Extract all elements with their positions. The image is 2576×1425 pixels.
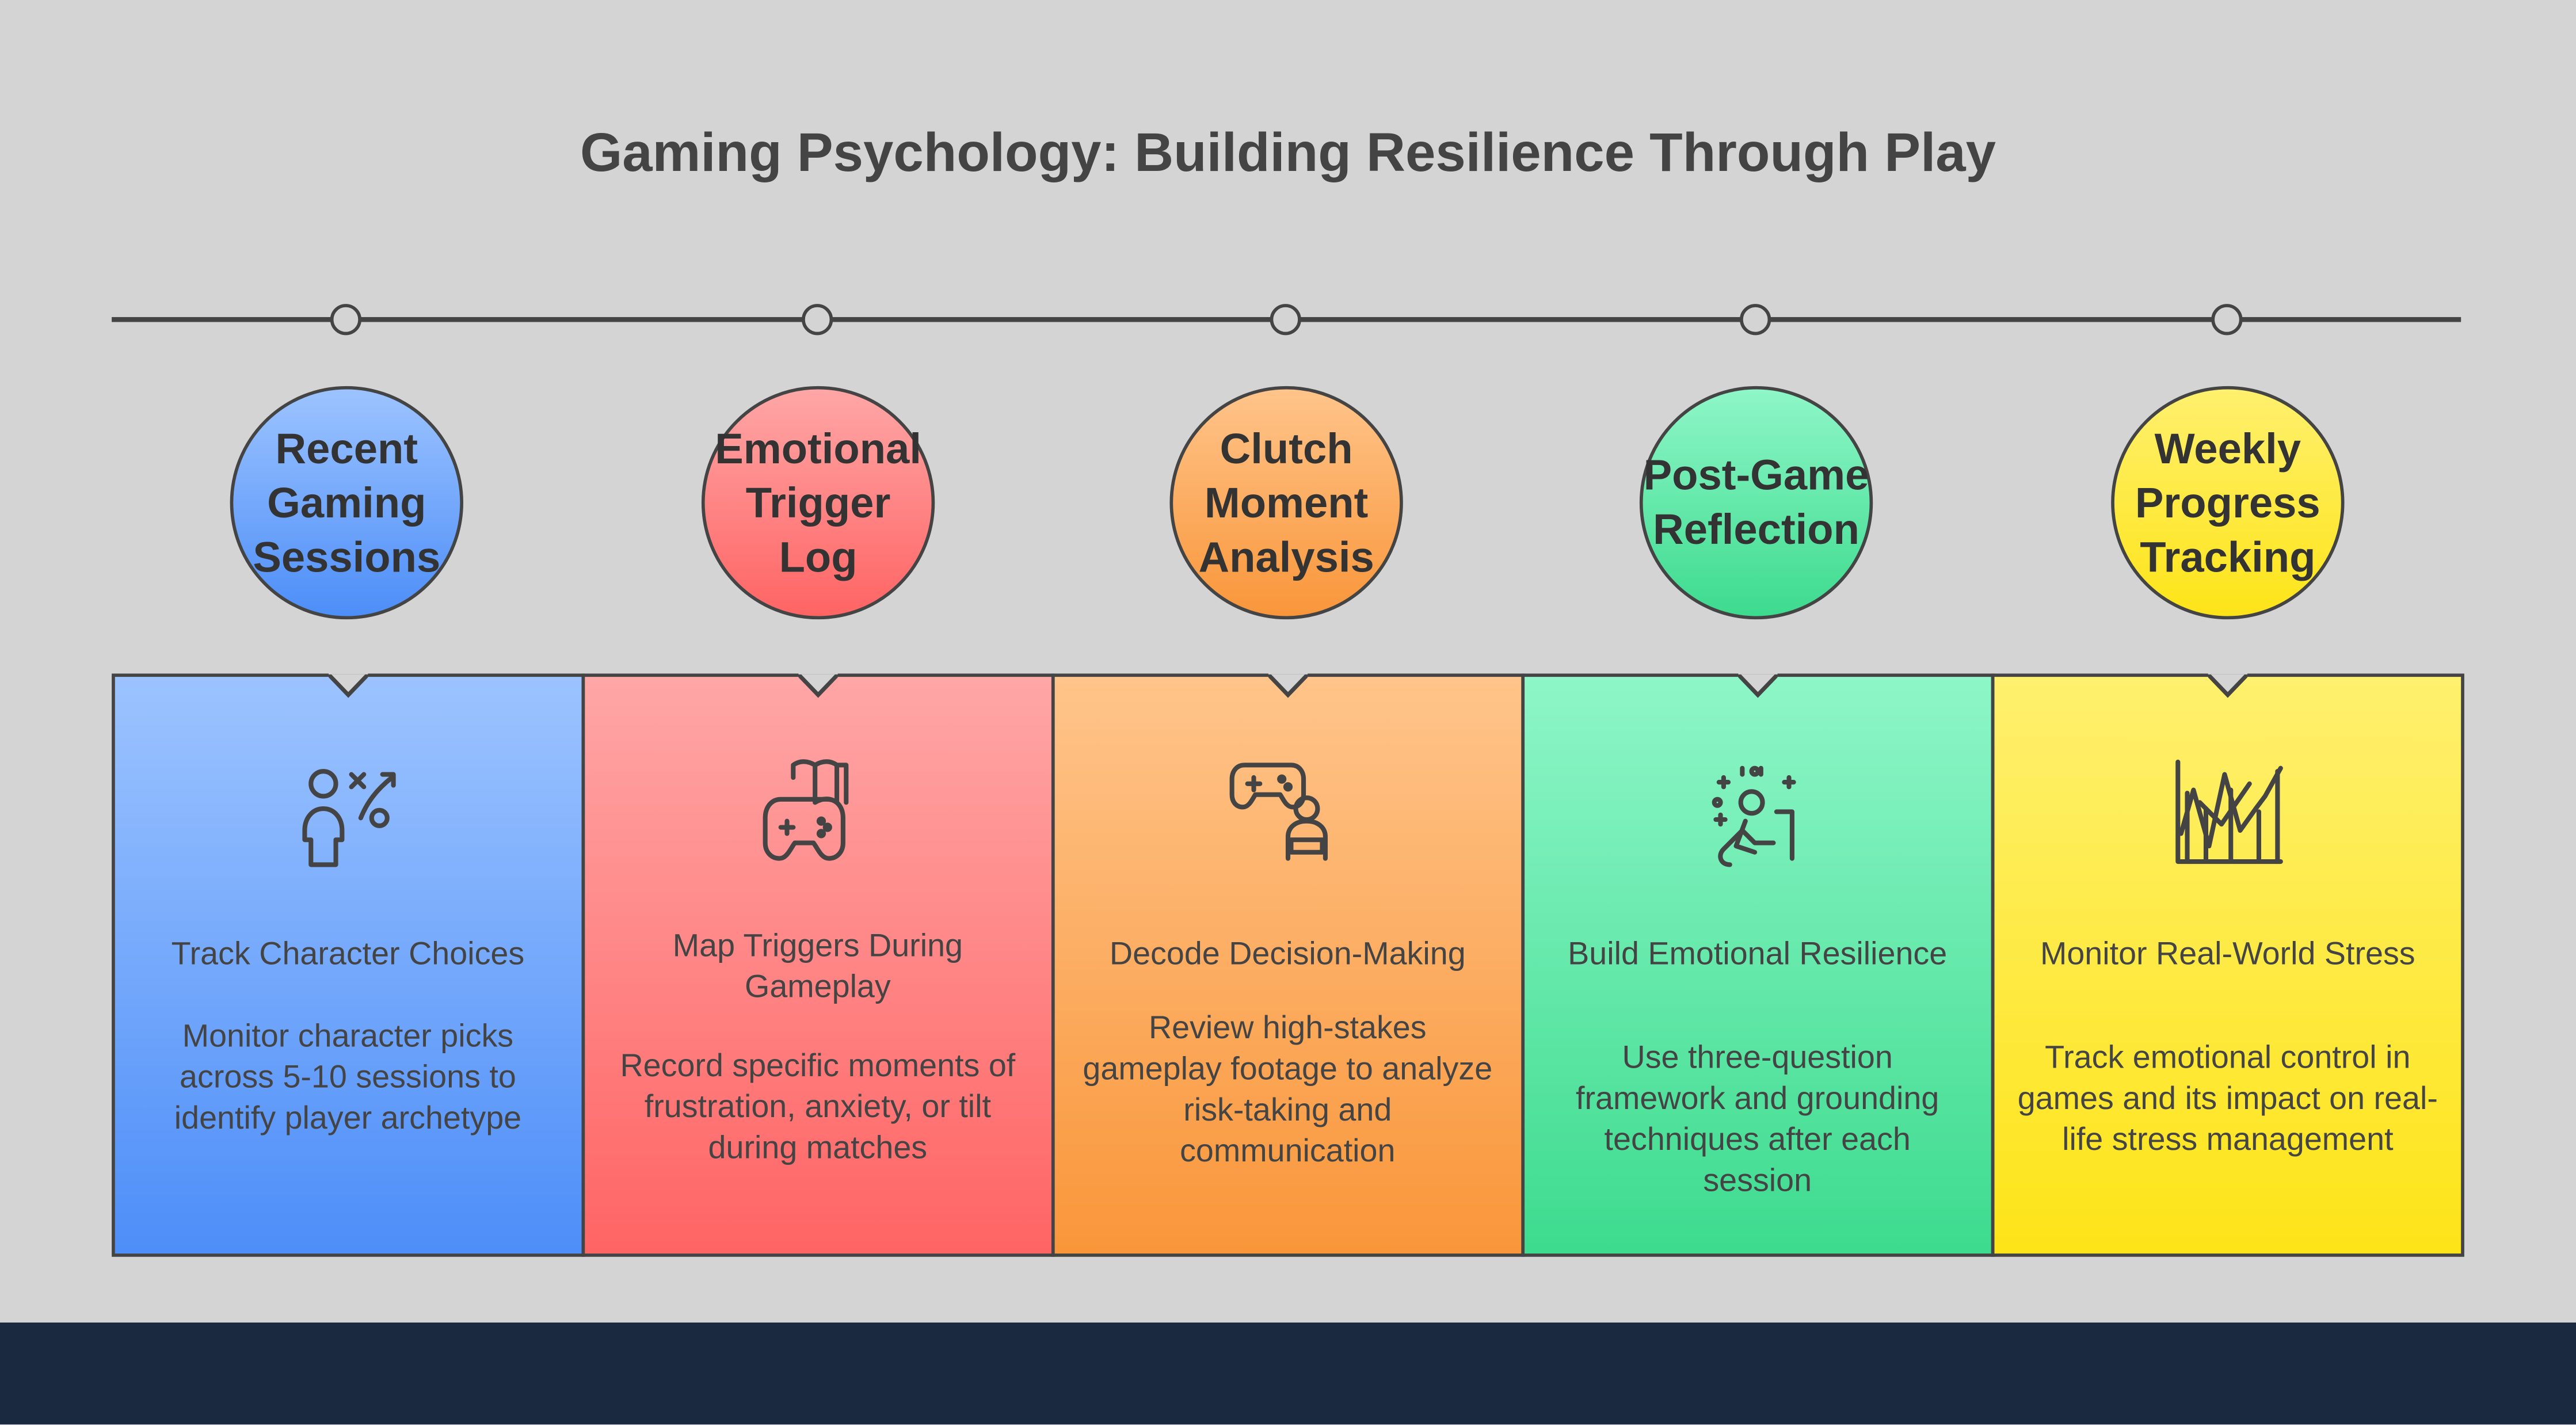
panel-notch bbox=[328, 672, 368, 712]
step-circle: Post-Game Reflection bbox=[1639, 386, 1873, 620]
timeline-dot bbox=[2211, 304, 2243, 336]
step-circle: Clutch Moment Analysis bbox=[1169, 386, 1403, 620]
timeline-dot bbox=[1270, 304, 1301, 336]
step-description: Monitor character picks across 5-10 sess… bbox=[174, 1018, 522, 1137]
step-circle-label: Clutch Moment Analysis bbox=[1198, 423, 1374, 581]
step-heading: Track Character Choices bbox=[171, 936, 525, 973]
panel-notch bbox=[798, 672, 838, 712]
step-heading: Decode Decision-Making bbox=[1109, 936, 1466, 973]
timeline-dot bbox=[330, 304, 362, 336]
step-circle-label: Post-Game Reflection bbox=[1643, 450, 1869, 554]
step-description: Track emotional control in games and its… bbox=[2017, 1039, 2438, 1159]
strategy-person-icon bbox=[302, 769, 395, 867]
step-circle: Emotional Trigger Log bbox=[701, 386, 935, 620]
step-heading: Monitor Real-World Stress bbox=[2040, 936, 2415, 973]
step-panel: Build Emotional Resilience Use three-que… bbox=[1521, 672, 1994, 1257]
step-heading: Map Triggers During Gameplay bbox=[672, 928, 963, 1006]
step-panel: Decode Decision-Making Review high-stake… bbox=[1051, 672, 1524, 1257]
meditating-person-icon bbox=[1711, 765, 1796, 867]
timeline-dot bbox=[1740, 304, 1771, 336]
step-circle-label: Recent Gaming Sessions bbox=[253, 423, 441, 581]
panel-notch bbox=[2208, 672, 2248, 712]
step-description: Use three-question framework and groundi… bbox=[1576, 1039, 1939, 1199]
page-title: Gaming Psychology: Building Resilience T… bbox=[580, 121, 1996, 182]
panel-notch bbox=[1268, 672, 1308, 712]
timeline-dot bbox=[802, 304, 833, 336]
gamepad-book-icon bbox=[762, 759, 848, 861]
step-description: Review high-stakes gameplay footage to a… bbox=[1083, 1010, 1493, 1170]
gamer-controller-icon bbox=[1229, 763, 1328, 861]
step-circle: Weekly Progress Tracking bbox=[2111, 386, 2345, 620]
step-panel: Map Triggers During Gameplay Record spec… bbox=[581, 672, 1054, 1257]
line-chart-icon bbox=[2175, 759, 2283, 864]
step-heading: Build Emotional Resilience bbox=[1568, 936, 1948, 973]
step-circle-label: Emotional Trigger Log bbox=[715, 423, 921, 581]
step-description: Record specific moments of frustration, … bbox=[620, 1048, 1016, 1167]
step-panel: Track Character Choices Monitor characte… bbox=[112, 672, 584, 1257]
step-circle: Recent Gaming Sessions bbox=[230, 386, 463, 620]
panel-notch bbox=[1737, 672, 1777, 712]
step-panel: Monitor Real-World Stress Track emotiona… bbox=[1991, 672, 2464, 1257]
footer-bar bbox=[0, 1322, 2576, 1424]
step-circle-label: Weekly Progress Tracking bbox=[2135, 423, 2320, 581]
